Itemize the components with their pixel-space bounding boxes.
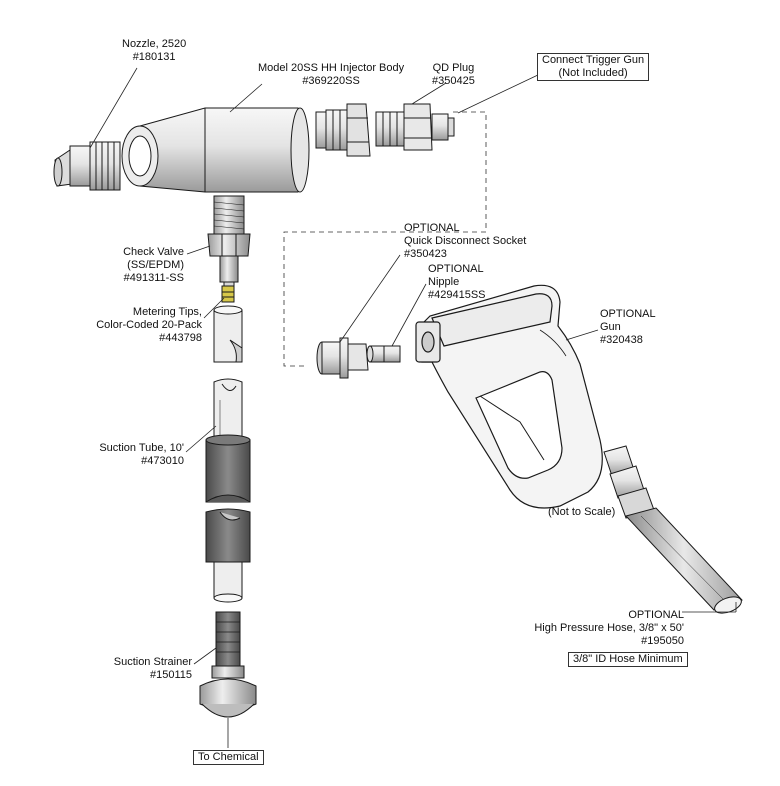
hose-minimum-label: 3/8" ID Hose Minimum — [568, 652, 688, 667]
hose-part — [603, 445, 743, 614]
dashed-connector-lines — [283, 111, 487, 367]
leader-lines — [89, 67, 737, 748]
qd-plug-part — [375, 103, 455, 151]
qd-socket-label: OPTIONAL Quick Disconnect Socket #350423 — [404, 222, 527, 260]
nipple-label: OPTIONAL Nipple #429415SS — [428, 263, 486, 301]
metering-tip-part — [221, 285, 235, 303]
hose-label: OPTIONAL High Pressure Hose, 3/8" x 50' … — [534, 609, 684, 647]
injector-body-label: Model 20SS HH Injector Body #369220SS — [258, 62, 405, 87]
nozzle-part — [53, 141, 121, 191]
metering-tips-label: Metering Tips, Color-Coded 20-Pack #4437… — [96, 306, 202, 344]
adapter-fitting-part — [315, 103, 371, 157]
gun-label: OPTIONAL Gun #320438 — [600, 308, 656, 346]
nozzle-label: Nozzle, 2520 #180131 — [122, 38, 187, 63]
connect-trigger-gun-label: Connect Trigger Gun (Not Included) — [537, 53, 650, 81]
suction-tube-lower — [213, 561, 243, 603]
qd-plug-label: QD Plug #350425 — [432, 62, 475, 87]
suction-tube-part — [213, 305, 243, 441]
qd-socket-part — [316, 337, 369, 379]
nipple-part — [366, 345, 401, 363]
check-valve-part — [207, 195, 251, 291]
rubber-sleeve-part — [205, 434, 251, 563]
check-valve-label: Check Valve (SS/EPDM) #491311-SS — [123, 246, 184, 284]
to-chemical-label: To Chemical — [193, 750, 264, 765]
not-to-scale-label: (Not to Scale) — [548, 506, 616, 518]
injector-body-part — [121, 107, 310, 193]
suction-strainer-part — [199, 611, 257, 718]
suction-strainer-label: Suction Strainer #150115 — [113, 656, 192, 681]
trigger-gun-part — [415, 284, 603, 509]
suction-tube-label: Suction Tube, 10' #473010 — [99, 442, 184, 467]
